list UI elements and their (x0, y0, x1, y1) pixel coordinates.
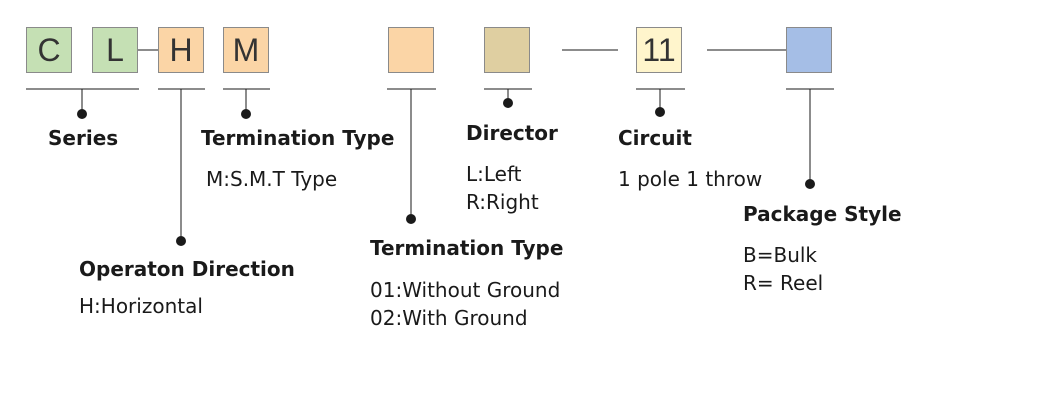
operation-dot (176, 236, 186, 246)
package-dot (805, 179, 815, 189)
circuit-desc-0: 1 pole 1 throw (618, 167, 763, 191)
code-box-circuit: 11 (636, 27, 682, 73)
operation-desc-0: H:Horizontal (79, 294, 203, 318)
series-dot (77, 109, 87, 119)
series-title: Series (48, 126, 119, 150)
termination-bottom-desc-1: 02:With Ground (370, 306, 528, 330)
circuit-title: Circuit (618, 126, 692, 150)
package-title: Package Style (743, 202, 902, 226)
code-box-h: H (158, 27, 204, 73)
director-title: Director (466, 121, 558, 145)
termination-top-desc-0: M:S.M.T Type (206, 167, 338, 191)
code-box-c: C (26, 27, 72, 73)
termination-bottom-desc-0: 01:Without Ground (370, 278, 561, 302)
director-desc-1: R:Right (466, 190, 539, 214)
termination-top-dot (241, 109, 251, 119)
director-dot (503, 98, 513, 108)
termination-top-title: Termination Type (201, 126, 395, 150)
circuit-dot (655, 107, 665, 117)
code-box-package (786, 27, 832, 73)
code-box-termination (388, 27, 434, 73)
director-desc-0: L:Left (466, 162, 522, 186)
code-box-director (484, 27, 530, 73)
package-desc-1: R= Reel (743, 271, 824, 295)
termination-bottom-dot (406, 214, 416, 224)
package-desc-0: B=Bulk (743, 243, 818, 267)
termination-bottom-title: Termination Type (370, 236, 564, 260)
operation-title: Operaton Direction (79, 257, 295, 281)
code-box-m: M (223, 27, 269, 73)
code-box-l: L (92, 27, 138, 73)
